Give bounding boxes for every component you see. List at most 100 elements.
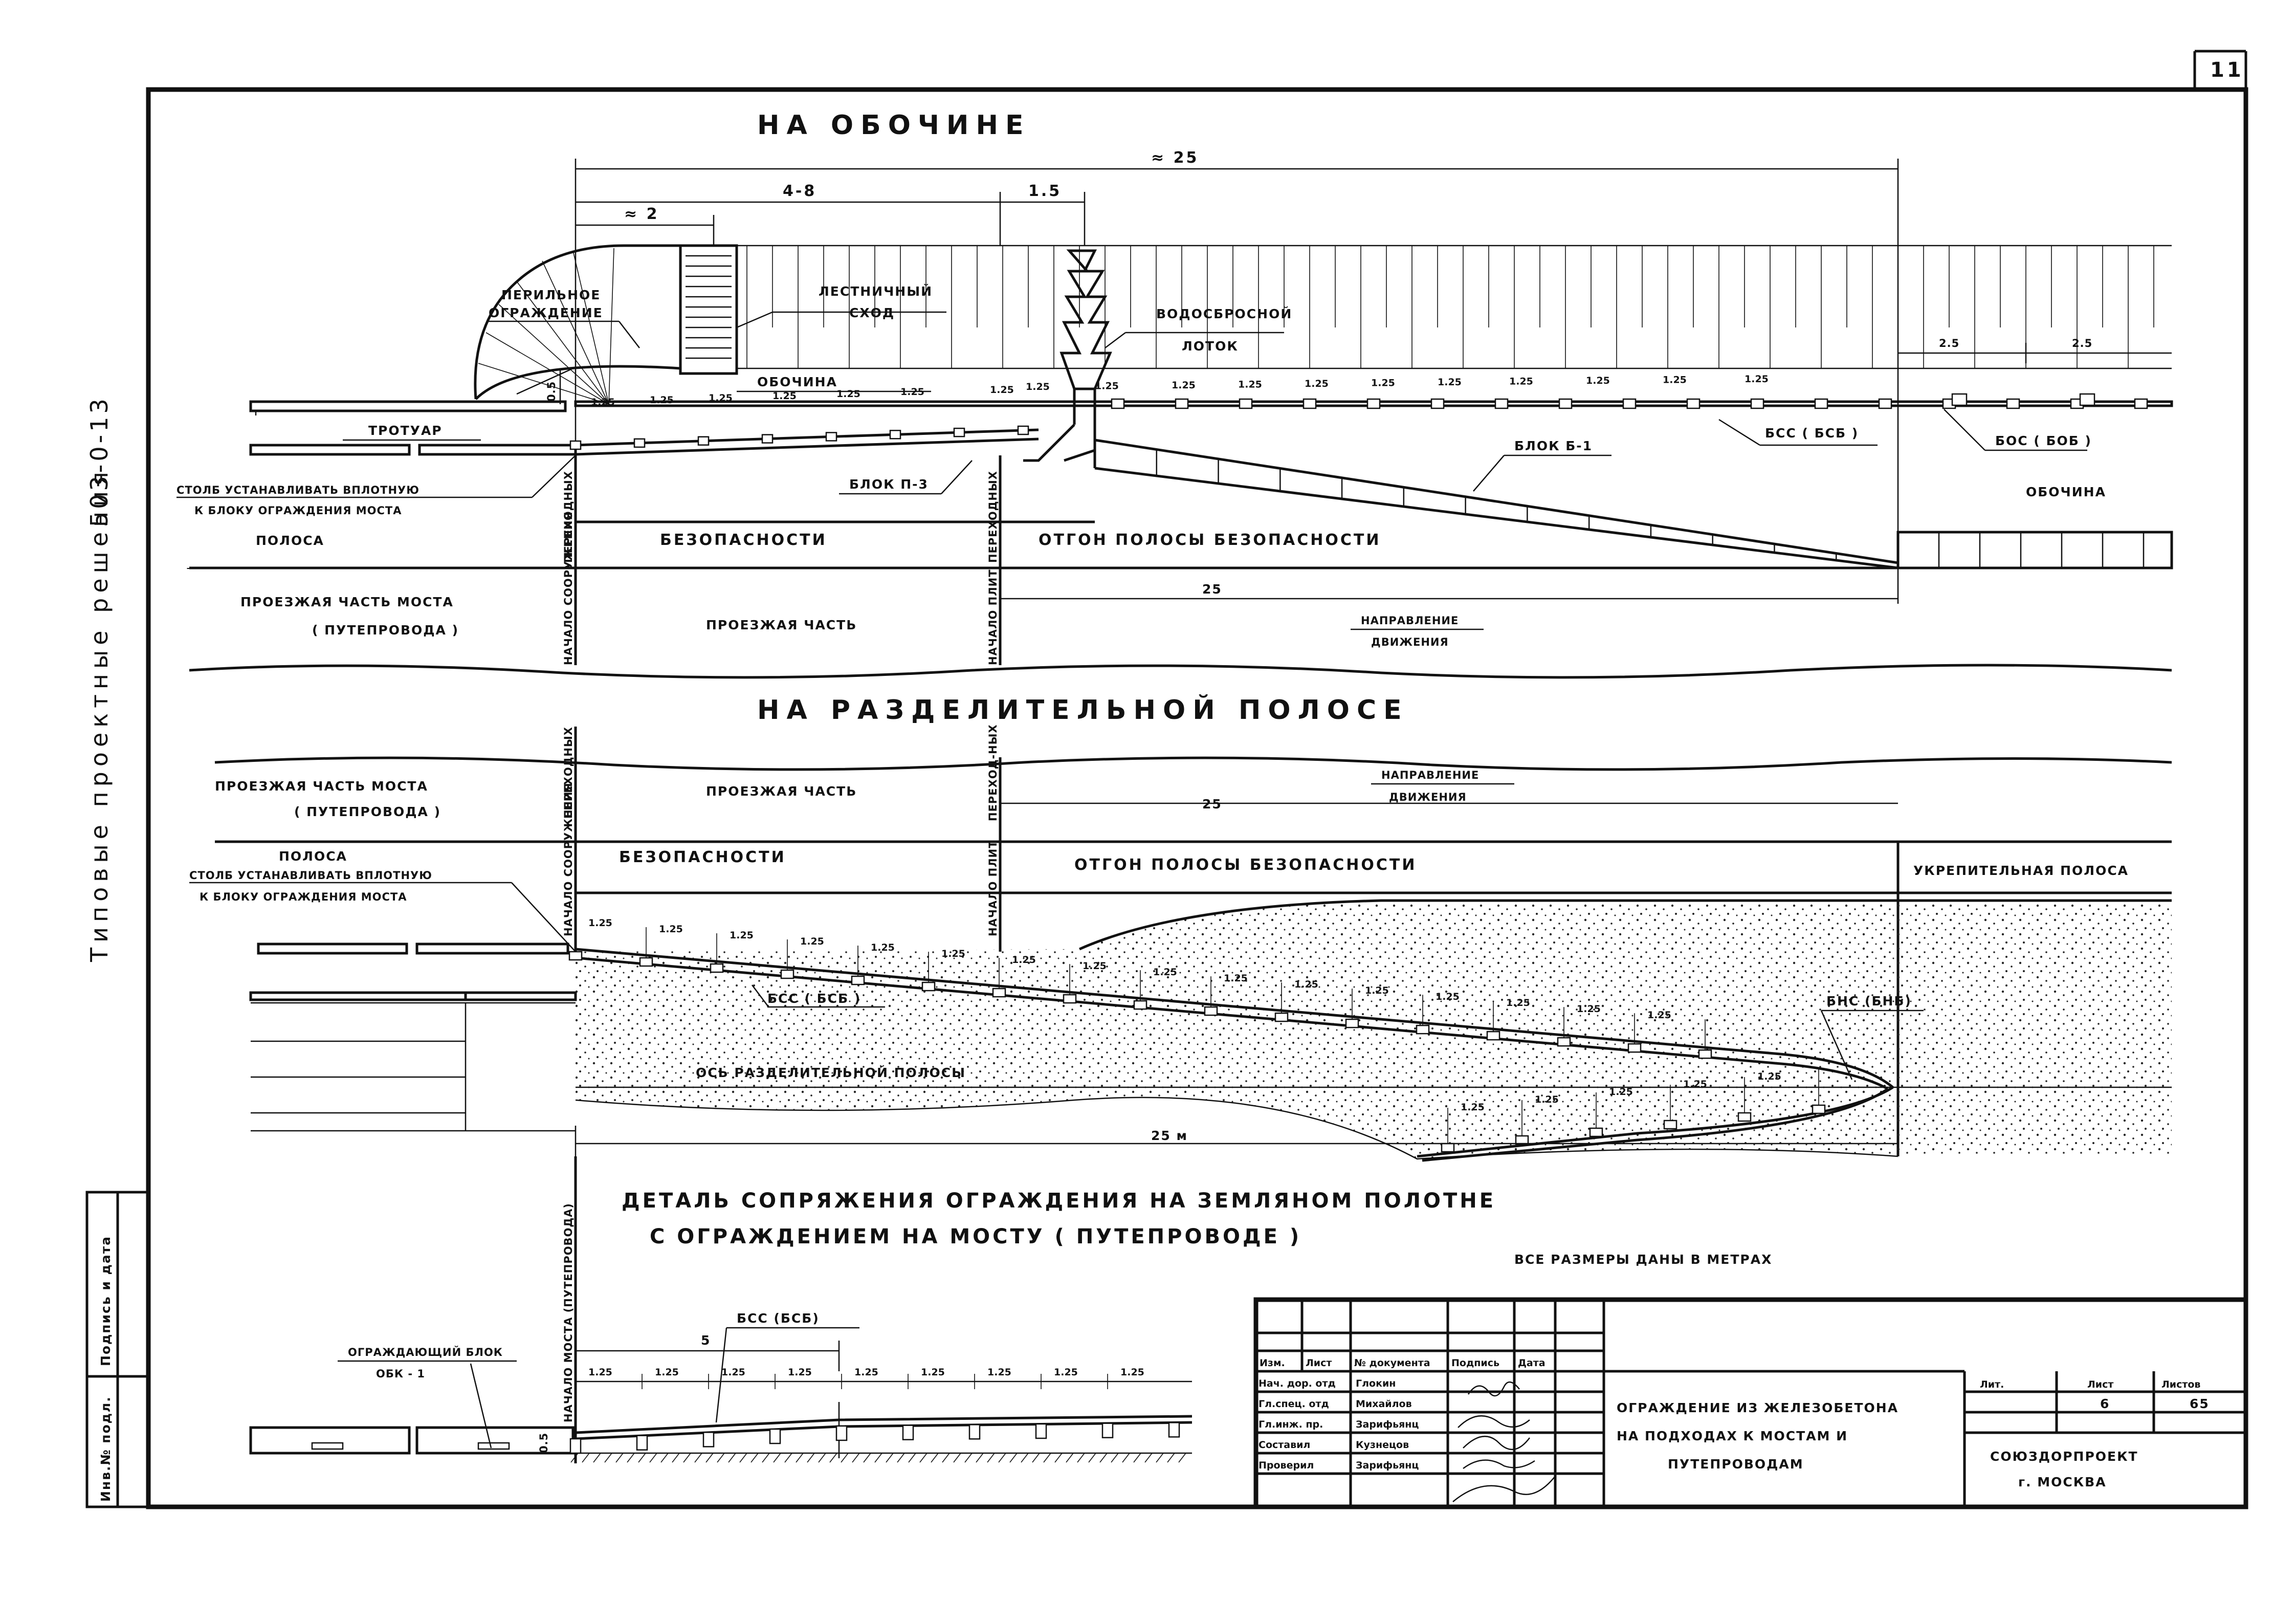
label-start-plit-med: НАЧАЛО ПЛИТ	[987, 840, 999, 936]
top-spacing-label: 1.25	[709, 392, 733, 404]
guard-post	[1878, 398, 1892, 409]
guard-post	[1663, 1120, 1677, 1130]
tb-org-2: г. МОСКВА	[2018, 1475, 2107, 1489]
guard-post	[2134, 398, 2148, 409]
ground-hatch	[919, 1453, 928, 1463]
guard-post	[1750, 398, 1764, 409]
ground-hatch	[1167, 1453, 1175, 1463]
ground-hatch	[638, 1453, 646, 1463]
ground-hatch	[897, 1453, 905, 1463]
ground-hatch	[863, 1453, 871, 1463]
guard-post	[639, 957, 653, 967]
tb-title-2: НА ПОДХОДАХ К МОСТАМ И	[1617, 1429, 1848, 1443]
label-stair: СХОД	[849, 305, 895, 320]
ground-hatch	[796, 1453, 804, 1463]
median-plan: НА РАЗДЕЛИТЕЛЬНОЙ ПОЛОСЕ ПРОЕЗЖАЯ ЧАСТЬ …	[189, 694, 2172, 1162]
label-direction-top-2: ДВИЖЕНИЯ	[1371, 636, 1449, 648]
detail-block-1: ОГРАЖДАЮЩИЙ БЛОК	[348, 1346, 503, 1358]
dim-tail-b: 2.5	[2072, 337, 2092, 349]
post-note-2: К БЛОКУ ОГРАЖДЕНИЯ МОСТА	[194, 505, 402, 517]
guard-post	[968, 1424, 981, 1440]
top-plan-title: НА ОБОЧИНЕ	[757, 110, 1031, 141]
ground-hatch	[649, 1453, 657, 1463]
guard-post	[568, 951, 583, 961]
ground-hatch	[931, 1453, 939, 1463]
label-block-b1: БЛОК Б-1	[1514, 438, 1593, 453]
label-sidewalk: ТРОТУАР	[368, 423, 443, 438]
lower-spacing-label: 1.25	[1757, 1071, 1781, 1082]
top-spacing-label: 1.25	[1238, 379, 1262, 390]
guard-post	[569, 1438, 582, 1454]
ground-hatch	[672, 1453, 680, 1463]
guard-post	[1814, 398, 1828, 409]
tb-role-3: Составил	[1259, 1439, 1310, 1451]
detail-spacing-label: 1.25	[721, 1367, 745, 1378]
ground-hatch	[627, 1453, 635, 1463]
tb-name-0: Глокин	[1356, 1378, 1396, 1389]
guard-post	[889, 430, 901, 440]
ground-hatch	[762, 1453, 770, 1463]
detail-block-2: ОБК - 1	[376, 1368, 425, 1380]
guard-post	[1622, 398, 1637, 409]
ground-hatch	[1122, 1453, 1130, 1463]
top-spacing-label: 1.25	[900, 386, 924, 398]
detail-spacing-label: 1.25	[1120, 1367, 1144, 1378]
ground-hatch	[953, 1453, 961, 1463]
top-spacing-label: 1.25	[1305, 378, 1329, 389]
median-spacing-label: 1.25	[1506, 997, 1530, 1008]
dim-25m: 25 м	[1151, 1128, 1188, 1143]
median-spacing-label: 1.25	[1577, 1003, 1601, 1015]
guard-post	[1035, 1423, 1047, 1439]
guard-post	[569, 440, 582, 450]
guard-post	[2006, 398, 2020, 409]
series-code: 503-0-13	[85, 396, 113, 527]
label-prohodn-top: ПЕРЕХОДНЫХ	[562, 471, 575, 563]
guard-post	[633, 438, 646, 448]
guard-post	[1557, 1037, 1571, 1047]
guard-post	[1017, 425, 1029, 435]
label-bridge-carriage-med: ПРОЕЗЖАЯ ЧАСТЬ МОСТА	[215, 779, 428, 794]
label-bns: БНС (БНБ)	[1826, 994, 1912, 1008]
dim-small: ≈ 2	[624, 205, 659, 223]
label-otgon-top: ОТГОН ПОЛОСЫ БЕЗОПАСНОСТИ	[1039, 531, 1381, 549]
guard-post	[825, 432, 837, 442]
label-shoulder-top: ОБОЧИНА	[757, 375, 837, 389]
ground-hatch	[829, 1453, 837, 1463]
label-block-p3: БЛОК П-3	[849, 477, 929, 492]
tb-header-list: Лист	[1306, 1357, 1332, 1369]
tb-title-1: ОГРАЖДЕНИЕ ИЗ ЖЕЛЕЗОБЕТОНА	[1617, 1400, 1898, 1415]
detail-spacing-label: 1.25	[655, 1367, 679, 1378]
median-plan-title: НА РАЗДЕЛИТЕЛЬНОЙ ПОЛОСЕ	[757, 694, 1409, 726]
guard-post	[1416, 1024, 1430, 1035]
guard-post	[902, 1424, 914, 1440]
guard-post	[1111, 398, 1125, 409]
tb-header-izm: Изм.	[1260, 1357, 1285, 1369]
guard-post	[1063, 994, 1077, 1004]
top-spacing-label: 1.25	[1663, 375, 1687, 386]
dim-span-a: 4-8	[783, 182, 816, 200]
ground-hatch	[1099, 1453, 1108, 1463]
label-chute: ЛОТОК	[1182, 339, 1239, 354]
top-spacing-label: 1.25	[650, 394, 674, 406]
label-start-struct-med: НАЧАЛО СООРУЖЕНИЯ	[562, 782, 575, 936]
detail-title-1: ДЕТАЛЬ СОПРЯЖЕНИЯ ОГРАЖДЕНИЯ НА ЗЕМЛЯНОМ…	[622, 1189, 1496, 1213]
guard-post	[1494, 398, 1509, 409]
ground-hatch	[1066, 1453, 1074, 1463]
ground-hatch	[1156, 1453, 1164, 1463]
label-strengthening: УКРЕПИТЕЛЬНАЯ ПОЛОСА	[1913, 863, 2129, 878]
label-safety-med: БЕЗОПАСНОСТИ	[619, 848, 786, 866]
side-title: Типовые проектные решения	[85, 467, 113, 962]
label-strip-med: ПОЛОСА	[279, 849, 347, 864]
label-railing-1: ПЕРИЛЬНОЕ	[501, 288, 601, 302]
label-carriage-med: ПРОЕЗЖАЯ ЧАСТЬ	[706, 784, 857, 799]
guard-post	[1486, 1030, 1500, 1041]
label-start-plit-top: НАЧАЛО ПЛИТ	[987, 569, 999, 665]
median-spacing-label: 1.25	[1436, 991, 1460, 1002]
top-spacing-label: 1.25	[990, 384, 1014, 396]
ground-hatch	[1043, 1453, 1051, 1463]
ground-hatch	[942, 1453, 950, 1463]
ground-hatch	[1054, 1453, 1063, 1463]
detail-spacing-label: 1.25	[588, 1367, 612, 1378]
detail-vertical-label: НАЧАЛО МОСТА (ПУТЕПРОВОДА)	[562, 1203, 575, 1422]
guard-post	[636, 1435, 648, 1451]
